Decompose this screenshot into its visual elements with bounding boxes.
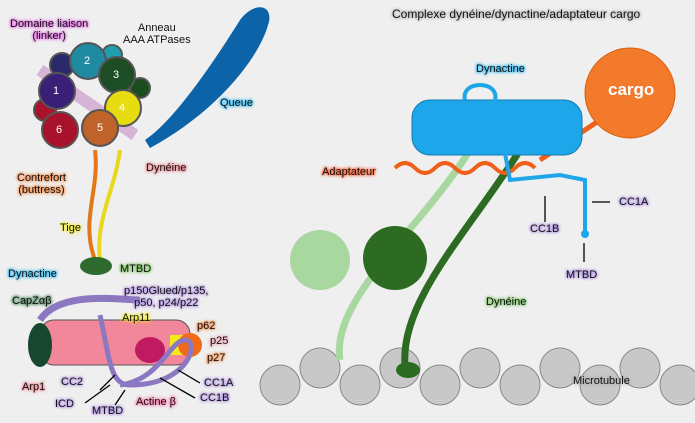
domain-6: 6: [56, 124, 63, 136]
p62-label: p62: [197, 320, 216, 332]
p25-label: p25: [210, 335, 229, 347]
cargo-label: cargo: [608, 80, 655, 99]
domain-1: 1: [53, 85, 60, 97]
complex-dynein: [290, 148, 523, 378]
complex-cc1b-label: CC1B: [530, 223, 560, 235]
linker-line-2: (linker): [32, 30, 66, 42]
dynein-tail: [145, 7, 270, 149]
linker-line-1: Domaine liaison: [10, 18, 89, 30]
mtbd-label-dynactin: MTBD: [92, 405, 124, 417]
dynein-label: Dynéine: [146, 162, 187, 174]
actin-label: Actine β: [136, 396, 176, 408]
arp1-label: Arp1: [22, 381, 46, 393]
cc1b-label: CC1B: [200, 392, 230, 404]
complex-mtbd-label: MTBD: [566, 269, 598, 281]
cc2-label: CC2: [61, 376, 84, 388]
domain-5: 5: [97, 122, 104, 134]
mtbd-label: MTBD: [120, 263, 152, 275]
microtubule: [259, 347, 695, 406]
p150-label: p150Glued/p135,p50, p24/p22: [124, 285, 208, 309]
complex-dynactin: [411, 83, 589, 238]
aaa-ring: [33, 42, 151, 149]
domain-4: 4: [119, 102, 126, 114]
buttress-label: Contrefort(buttress): [17, 172, 66, 196]
microtubule-label: Microtubule: [573, 375, 630, 387]
dynactin-label: Dynactine: [8, 268, 57, 280]
complex-cc1a-label: CC1A: [619, 196, 649, 208]
capz-label: CapZαβ: [12, 295, 52, 307]
stalk-label: Tige: [60, 222, 81, 234]
pointer-arrows: [84, 196, 610, 406]
p27-label: p27: [207, 352, 226, 364]
cargo: [584, 47, 676, 139]
linker-label: Domaine liaison(linker): [10, 18, 88, 42]
complex-dynactin-label: Dynactine: [476, 63, 525, 75]
ring-line-2: AAA ATPases: [123, 34, 191, 46]
tail-label: Queue: [220, 97, 254, 109]
arp11-label: Arp11: [122, 312, 151, 324]
cc1a-label: CC1A: [204, 377, 234, 389]
diagram-title: Complexe dynéine/dynactine/adaptateur ca…: [392, 7, 641, 21]
domain-2: 2: [84, 55, 91, 67]
adaptor-label: Adaptateur: [322, 166, 376, 178]
domain-3: 3: [113, 69, 120, 81]
icd-label: ICD: [55, 398, 74, 410]
p150-line-1: p150Glued/p135,: [124, 285, 209, 297]
dynein-stalk: [80, 149, 122, 275]
buttress-line-1: Contrefort: [17, 172, 66, 184]
buttress-line-2: (buttress): [18, 184, 65, 196]
dynactin-model: [28, 294, 202, 388]
ring-line-1: Anneau: [137, 22, 176, 34]
complex-dynein-label: Dynéine: [486, 296, 527, 308]
p150-line-2: p50, p24/p22: [134, 297, 199, 309]
